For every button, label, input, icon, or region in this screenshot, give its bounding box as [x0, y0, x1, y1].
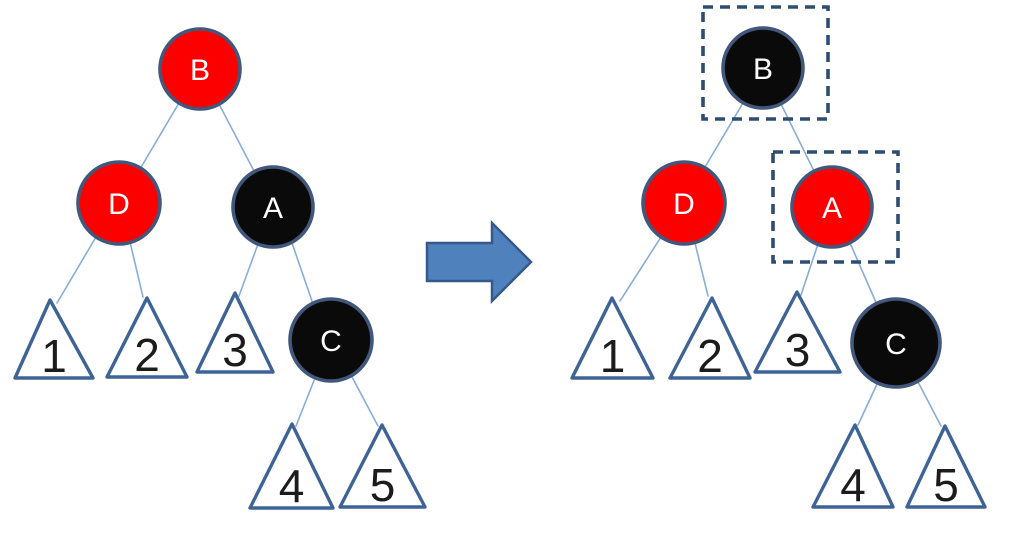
tree-before-subtree-label-2: 2: [134, 329, 160, 381]
tree-after-edge-4: [800, 243, 819, 296]
tree-before-edge-4: [238, 243, 259, 297]
tree-after-edge-7: [916, 379, 942, 427]
tree-after-edge-3: [694, 242, 709, 297]
tree-before-subtree-triangle-1: [13, 298, 95, 380]
tree-after-edge-2: [619, 236, 662, 302]
tree-after-subtree-triangle-3: [753, 290, 842, 374]
tree-before-node-C: [288, 297, 374, 383]
tree-after-subtree-triangle-5: [905, 424, 987, 509]
transform-arrow-right-icon: [425, 219, 533, 305]
tree-after-node-label-B: B: [753, 53, 773, 86]
tree-before-edge-1: [218, 103, 255, 172]
tree-before-edge-6: [295, 377, 316, 427]
tree-after-node-B: [721, 26, 805, 110]
tree-before-subtree-label-1: 1: [41, 330, 67, 382]
tree-before-edge-2: [56, 236, 97, 304]
tree-before-subtree-label-4: 4: [279, 460, 305, 512]
tree-after-node-C: [850, 297, 942, 389]
tree-after-subtree-triangle-2: [668, 296, 752, 380]
tree-after-subtree-label-3: 3: [785, 324, 811, 376]
tree-after-highlight-box-B: [701, 5, 830, 121]
tree-before-edge-5: [291, 242, 314, 305]
tree-after-subtree-label-2: 2: [697, 330, 723, 382]
tree-before-subtree-triangle-3: [195, 291, 275, 374]
tree-after-node-label-A: A: [822, 192, 842, 225]
tree-before-node-label-C: C: [320, 325, 342, 358]
tree-after-edge-5: [849, 242, 879, 308]
tree-after-edge-1: [780, 103, 815, 172]
tree-before-subtree-triangle-2: [105, 296, 189, 379]
tree-before-subtree-triangle-5: [338, 423, 427, 509]
tree-before-subtree-triangle-4: [248, 422, 335, 510]
tree-after-node-A: [790, 165, 874, 249]
tree-before-edge-0: [139, 102, 180, 170]
tree-after-subtree-triangle-1: [570, 296, 655, 380]
tree-before-edge-7: [350, 374, 379, 427]
tree-after-subtree-label-5: 5: [933, 459, 959, 511]
tree-after-node-D: [641, 160, 727, 246]
tree-before-subtree-label-3: 3: [222, 324, 248, 376]
tree-before-node-label-A: A: [263, 192, 283, 225]
tree-after-node-label-D: D: [673, 188, 695, 221]
tree-before-edge-3: [129, 241, 144, 298]
tree-after-subtree-triangle-4: [811, 423, 895, 509]
tree-after-node-label-C: C: [885, 328, 907, 361]
tree-before-node-D: [76, 160, 162, 246]
tree-after-highlight-box-A: [771, 150, 900, 264]
tree-before-node-label-B: B: [190, 54, 210, 87]
tree-before-node-B: [158, 27, 242, 111]
tree-after-edge-6: [857, 381, 879, 426]
tree-before-subtree-label-5: 5: [370, 459, 396, 511]
tree-before-node-label-D: D: [108, 188, 130, 221]
tree-after-edge-0: [704, 102, 744, 168]
tree-after-subtree-label-1: 1: [600, 330, 626, 382]
tree-after-subtree-label-4: 4: [840, 459, 866, 511]
tree-before-node-A: [231, 165, 315, 249]
